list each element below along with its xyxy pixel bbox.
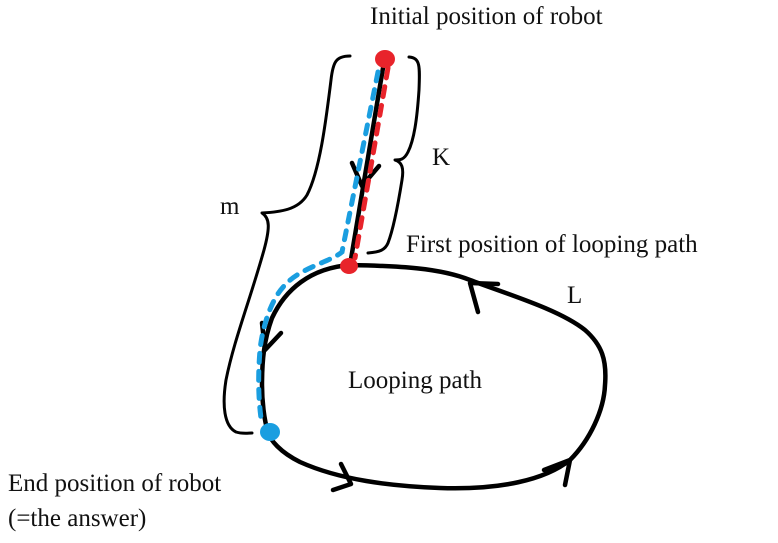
looping-path-label: Looping path [348, 367, 483, 394]
blue-dashed-path [256, 69, 381, 428]
k-label: K [432, 144, 451, 171]
initial-position-marker [375, 50, 395, 68]
initial-position-label: Initial position of robot [370, 3, 603, 30]
loop-start-marker [340, 258, 358, 274]
k-bracket [366, 55, 421, 255]
looping-path [259, 262, 608, 491]
l-label: L [567, 282, 583, 309]
red-dashed-path [352, 65, 391, 261]
loop-arrowhead-left [259, 320, 284, 353]
m-label: m [220, 193, 240, 220]
end-position-label: End position of robot [8, 470, 222, 497]
loop-arrowhead-top [467, 280, 501, 315]
end-position-note: (=the answer) [8, 505, 147, 532]
end-position-marker [260, 423, 280, 441]
first-loop-position-label: First position of looping path [406, 231, 698, 258]
loop-arrowhead-right [541, 457, 573, 488]
loop-arrowhead-bottom [330, 461, 354, 493]
m-bracket [222, 54, 352, 435]
approach-arrowhead [349, 160, 382, 189]
approach-path [347, 59, 387, 268]
